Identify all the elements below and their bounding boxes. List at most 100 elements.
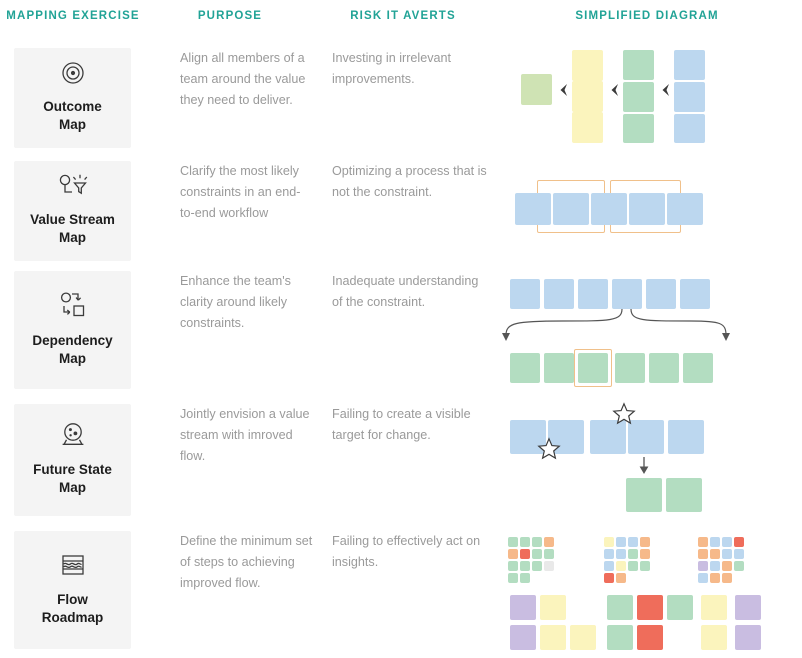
mini-tile <box>710 561 720 571</box>
mini-tile <box>722 537 732 547</box>
mini-tile <box>544 561 554 571</box>
star-icon <box>612 402 636 425</box>
diagram-value-stream-map <box>492 155 802 265</box>
exercise-title: Flow Roadmap <box>41 592 104 625</box>
diagram-card <box>680 279 710 309</box>
table-row: Value Stream Map Clarify the most likely… <box>0 155 802 265</box>
diagram-card <box>590 420 626 454</box>
mini-tile <box>520 537 530 547</box>
mini-tile <box>734 537 744 547</box>
cell-diagram <box>492 525 802 658</box>
left-chevron-icon <box>662 84 669 96</box>
exercise-title: Value Stream Map <box>30 212 115 245</box>
diagram-card <box>510 279 540 309</box>
mini-tile <box>616 561 626 571</box>
mini-tile <box>520 573 530 583</box>
cell-mapping-exercise: Outcome Map <box>0 42 146 155</box>
cell-risk: Investing in irrelevant improvements. <box>314 42 492 155</box>
left-chevron-icon <box>611 84 618 96</box>
purpose-text: Clarify the most likely constraints in a… <box>180 164 301 220</box>
mini-tile <box>508 561 518 571</box>
cell-purpose: Align all members of a team around the v… <box>146 42 314 155</box>
risk-text: Failing to create a visible target for c… <box>332 407 471 442</box>
cell-risk: Inadequate understanding of the constrai… <box>314 265 492 398</box>
diagram-card <box>521 74 552 105</box>
exercise-tile-future-state-map[interactable]: Future State Map <box>14 404 131 516</box>
diagram-card <box>510 420 546 454</box>
mini-tile <box>604 549 614 559</box>
diagram-card <box>612 279 642 309</box>
mini-tile <box>604 573 614 583</box>
exercise-title: Future State Map <box>33 462 112 495</box>
cell-risk: Optimizing a process that is not the con… <box>314 155 492 265</box>
cell-diagram <box>492 42 802 155</box>
roadmap-tile <box>701 625 727 650</box>
cell-purpose: Clarify the most likely constraints in a… <box>146 155 314 265</box>
diagram-card-highlighted <box>578 353 608 383</box>
mini-tile <box>508 549 518 559</box>
mini-tile <box>520 549 530 559</box>
mini-tile <box>698 573 708 583</box>
cell-diagram <box>492 155 802 265</box>
diagram-card <box>649 353 679 383</box>
roadmap-tile <box>667 595 693 620</box>
diagram-card <box>572 112 603 143</box>
mini-tile <box>628 549 638 559</box>
table-header-row: MAPPING EXERCISE PURPOSE RISK IT AVERTS … <box>0 0 802 42</box>
risk-text: Optimizing a process that is not the con… <box>332 164 487 199</box>
nodes-link-icon <box>58 290 88 325</box>
mini-tile <box>520 561 530 571</box>
diagram-card <box>510 353 540 383</box>
diagram-card <box>623 114 654 143</box>
roadmap-tile <box>637 595 663 620</box>
cell-mapping-exercise: Future State Map <box>0 398 146 525</box>
exercise-tile-dependency-map[interactable]: Dependency Map <box>14 271 131 389</box>
purpose-text: Enhance the team's clarity around likely… <box>180 274 291 330</box>
diagram-card <box>553 193 589 225</box>
left-chevron-icon <box>560 84 567 96</box>
exercise-title: Dependency Map <box>32 333 113 366</box>
column-header-purpose: PURPOSE <box>197 10 263 22</box>
diagram-card <box>572 50 603 81</box>
diagram-card <box>615 353 645 383</box>
table-row: Flow Roadmap Define the minimum set of s… <box>0 525 802 658</box>
mini-tile <box>508 573 518 583</box>
diagram-card <box>626 478 662 512</box>
diagram-card <box>544 353 574 383</box>
branch-arrows <box>502 308 730 341</box>
diagram-future-state-map <box>492 398 802 525</box>
cell-purpose: Define the minimum set of steps to achie… <box>146 525 314 658</box>
roadmap-tile <box>607 595 633 620</box>
mini-tile <box>604 561 614 571</box>
table-row: Outcome Map Align all members of a team … <box>0 42 802 155</box>
cell-mapping-exercise: Value Stream Map <box>0 155 146 265</box>
mini-tile <box>532 549 542 559</box>
diagram-card <box>578 279 608 309</box>
roadmap-tile <box>735 595 761 620</box>
roadmap-tile <box>701 595 727 620</box>
mini-tile <box>710 573 720 583</box>
risk-text: Investing in irrelevant improvements. <box>332 51 452 86</box>
target-icon <box>60 60 86 91</box>
exercise-tile-flow-roadmap[interactable]: Flow Roadmap <box>14 531 131 649</box>
mini-tile <box>710 549 720 559</box>
diagram-card <box>515 193 551 225</box>
crystal-ball-icon <box>58 421 88 454</box>
cell-mapping-exercise: Flow Roadmap <box>0 525 146 658</box>
column-header-risk-it-averts: RISK IT AVERTS <box>350 10 456 22</box>
mini-tile <box>628 537 638 547</box>
mini-tile <box>616 537 626 547</box>
diagram-card <box>628 420 664 454</box>
roadmap-tile <box>637 625 663 650</box>
exercise-tile-outcome-map[interactable]: Outcome Map <box>14 48 131 148</box>
mini-tile <box>544 537 554 547</box>
diagram-card <box>572 81 603 112</box>
exercise-tile-value-stream-map[interactable]: Value Stream Map <box>14 161 131 261</box>
mini-tile <box>734 549 744 559</box>
diagram-card <box>667 193 703 225</box>
diagram-outcome-map <box>492 42 802 155</box>
mini-tile <box>532 561 542 571</box>
cell-purpose: Enhance the team's clarity around likely… <box>146 265 314 398</box>
diagram-card <box>544 279 574 309</box>
mini-tile <box>722 573 732 583</box>
